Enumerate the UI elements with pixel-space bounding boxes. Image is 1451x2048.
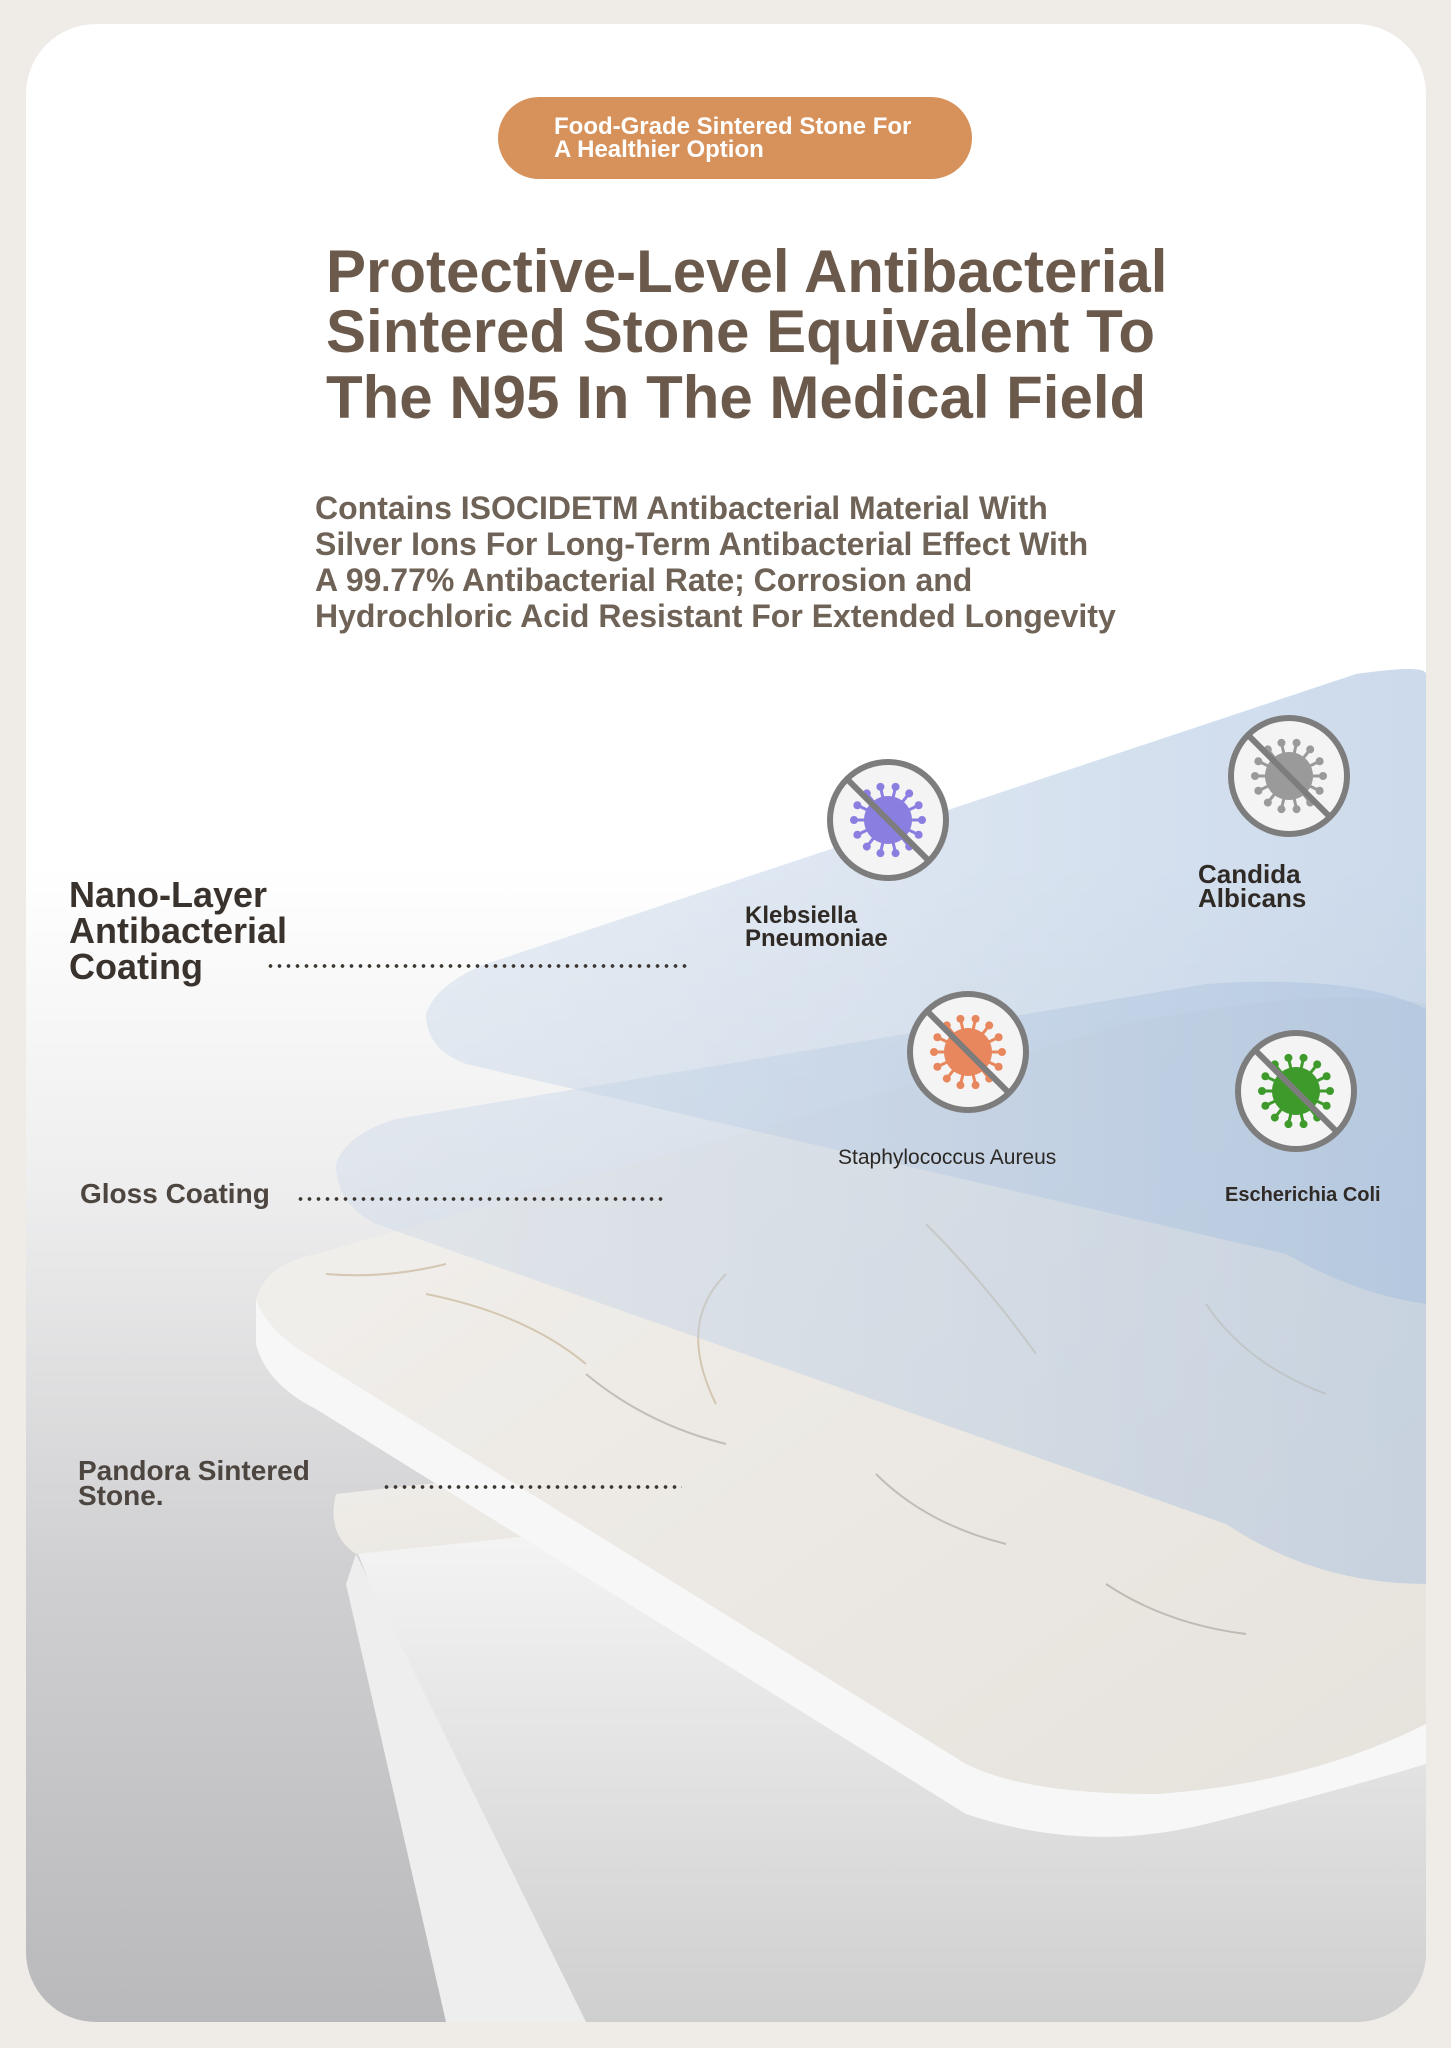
virus-spike-tip (876, 782, 885, 791)
virus-spike-tip (1299, 1053, 1308, 1062)
page-title: Protective-Level Antibacterial Sintered … (326, 242, 1226, 428)
virus-spike-tip (891, 849, 900, 858)
virus-spike-tip (1322, 1101, 1331, 1110)
candida-label: Candida Albicans (1198, 859, 1307, 913)
gloss-coating-label: Gloss Coating (80, 1178, 270, 1209)
virus-spike-tip (933, 1033, 942, 1042)
nano-label-line-2: Antibacterial (69, 910, 288, 951)
virus-spike-tip (1258, 1087, 1266, 1095)
virus-spike-tip (933, 1062, 942, 1071)
description-line-3: A 99.77% Antibacterial Rate; Corrosion a… (315, 562, 973, 598)
pandora-stone-label: Pandora Sintered Stone. (78, 1455, 310, 1511)
virus-spike-tip (850, 816, 858, 824)
virus-spike-tip (1326, 1087, 1334, 1095)
virus-spike-tip (1313, 1060, 1322, 1069)
klebsiella-label: Klebsiella Pneumoniae (745, 902, 888, 952)
virus-spike-tip (1263, 798, 1272, 807)
candida-label-line-1: Candida (1198, 859, 1301, 889)
title-line-2: Sintered Stone Equivalent To (326, 298, 1155, 365)
nano-coating-layer (426, 669, 1426, 1304)
nano-layer-label: Nano-Layer Antibacterial Coating (69, 877, 287, 985)
description-line-2: Silver Ions For Long-Term Antibacterial … (315, 526, 1089, 562)
virus-spike-tip (1322, 1072, 1331, 1081)
virus-spike-tip (1270, 1113, 1279, 1122)
escherichia-coli-label: Escherichia Coli (1225, 1184, 1381, 1206)
layered-stone-illustration (256, 669, 1426, 2022)
virus-spike-tip (1277, 738, 1286, 747)
virus-spike-tip (876, 849, 885, 858)
gloss-coating-leader-line (296, 1197, 666, 1201)
virus-spike-tip (971, 1014, 980, 1023)
food-grade-badge: Food-Grade Sintered Stone For A Healthie… (498, 97, 972, 179)
virus-spike-tip (853, 801, 862, 810)
blocked-virus-orange-icon (907, 991, 1029, 1113)
virus-spike-tip (971, 1081, 980, 1090)
description-line-1: Contains ISOCIDETM Antibacterial Materia… (315, 490, 1048, 526)
virus-spike-tip (1254, 786, 1263, 795)
virus-spike-tip (994, 1062, 1003, 1071)
virus-spike-tip (1292, 738, 1301, 747)
virus-spike-tip (1277, 805, 1286, 814)
virus-spike-tip (853, 830, 862, 839)
nano-layer-leader-line (266, 964, 690, 968)
badge-line-2: A Healthier Option (554, 136, 764, 163)
pandora-label-line-2: Stone. (78, 1480, 164, 1511)
virus-spike-tip (1306, 745, 1315, 754)
title-line-1: Protective-Level Antibacterial (326, 238, 1168, 305)
virus-spike-tip (1284, 1120, 1293, 1129)
klebsiella-label-line-1: Klebsiella (745, 902, 858, 929)
virus-spike-tip (1251, 772, 1259, 780)
virus-spike-tip (930, 1048, 938, 1056)
virus-spike-tip (994, 1033, 1003, 1042)
description-line-4: Hydrochloric Acid Resistant For Extended… (315, 598, 1116, 634)
virus-spike-tip (1254, 757, 1263, 766)
virus-spike-tip (1299, 1120, 1308, 1129)
virus-spike-tip (1292, 805, 1301, 814)
klebsiella-label-line-2: Pneumoniae (745, 925, 888, 952)
pandora-stone-leader-line (382, 1485, 682, 1489)
virus-spike-tip (891, 782, 900, 791)
staphylococcus-label: Staphylococcus Aureus (838, 1146, 1057, 1169)
virus-spike-tip (1315, 786, 1324, 795)
virus-spike-tip (914, 830, 923, 839)
virus-spike-tip (862, 842, 871, 851)
blocked-virus-purple-icon (827, 759, 949, 881)
virus-spike-tip (1315, 757, 1324, 766)
virus-spike-tip (1261, 1101, 1270, 1110)
title-line-3: The N95 In The Medical Field (326, 364, 1147, 431)
virus-spike-tip (956, 1081, 965, 1090)
badge-line-1: Food-Grade Sintered Stone For (554, 113, 912, 140)
virus-spike-tip (918, 816, 926, 824)
virus-spike-tip (1284, 1053, 1293, 1062)
virus-spike-tip (1261, 1072, 1270, 1081)
blocked-virus-green-icon (1235, 1030, 1357, 1152)
virus-spike-tip (998, 1048, 1006, 1056)
blocked-virus-gray-icon (1228, 715, 1350, 837)
pandora-label-line-1: Pandora Sintered (78, 1455, 310, 1486)
product-description: Contains ISOCIDETM Antibacterial Materia… (315, 490, 1215, 634)
candida-label-line-2: Albicans (1198, 883, 1307, 913)
virus-spike-tip (942, 1074, 951, 1083)
virus-spike-tip (1319, 772, 1327, 780)
nano-label-line-3: Coating (69, 946, 203, 987)
virus-spike-tip (914, 801, 923, 810)
virus-spike-tip (905, 789, 914, 798)
virus-spike-tip (956, 1014, 965, 1023)
virus-spike-tip (985, 1021, 994, 1030)
product-card: Food-Grade Sintered Stone For A Healthie… (26, 24, 1426, 2022)
nano-label-line-1: Nano-Layer (69, 874, 268, 915)
